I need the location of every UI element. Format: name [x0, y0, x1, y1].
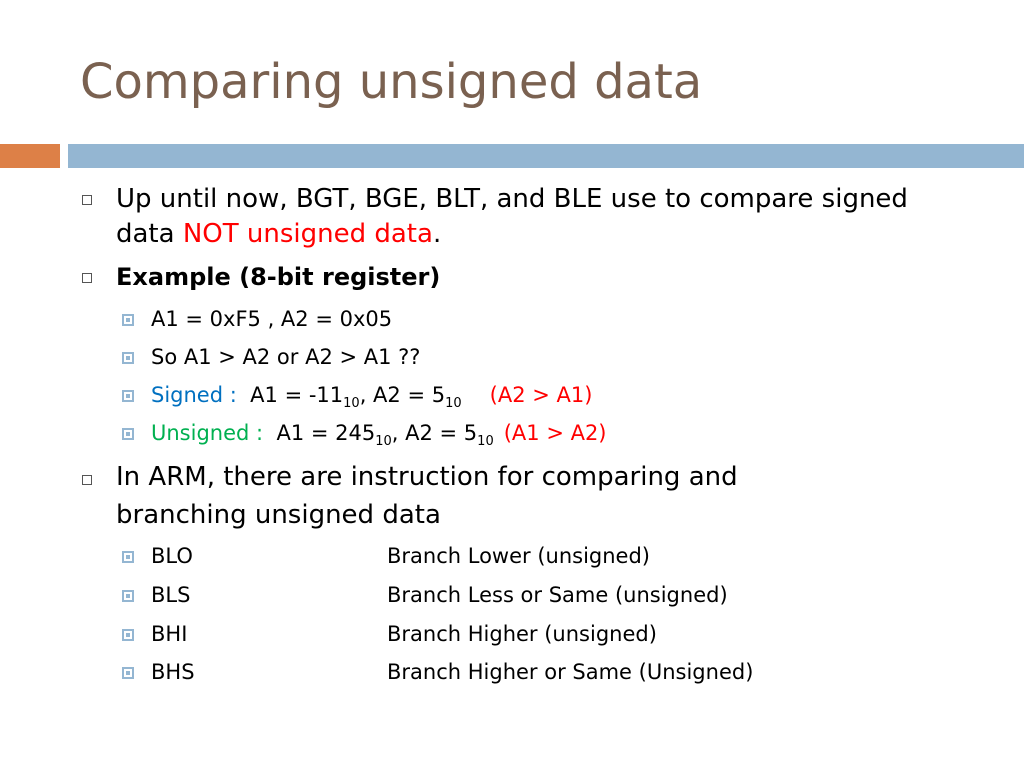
- bullet-signed-compare-line2: data NOT unsigned data.: [116, 217, 441, 252]
- blue-square-bullet-icon: [122, 390, 134, 402]
- blue-square-bullet-icon: [122, 428, 134, 440]
- unsigned-a2: , A2 = 5: [391, 421, 478, 445]
- instruction-description: Branch Higher or Same (Unsigned): [387, 660, 754, 684]
- blue-square-bullet-icon: [122, 667, 134, 679]
- bullet-text-end: .: [432, 219, 442, 249]
- unsigned-a1-base: 10: [375, 434, 392, 449]
- bullet-example-heading: Example (8-bit register): [116, 263, 441, 291]
- signed-a2: , A2 = 5: [359, 383, 446, 407]
- instruction-description: Branch Lower (unsigned): [387, 544, 651, 568]
- instruction-mnemonic: BHS: [151, 660, 195, 684]
- instruction-mnemonic: BLS: [151, 583, 191, 607]
- instruction-description: Branch Less or Same (unsigned): [387, 583, 728, 607]
- hollow-square-bullet-icon: [82, 273, 92, 283]
- sub-item-values: A1 = 0xF5 , A2 = 0x05: [151, 307, 393, 331]
- sub-item-signed: Signed : A1 = -1110, A2 = 510(A2 > A1): [151, 381, 593, 411]
- instruction-mnemonic: BLO: [151, 544, 193, 568]
- signed-result: (A2 > A1): [489, 383, 593, 407]
- bullet-text: data: [116, 219, 183, 249]
- sub-item-question: So A1 > A2 or A2 > A1 ??: [151, 345, 421, 369]
- unsigned-label: Unsigned :: [151, 421, 264, 445]
- highlight-not-unsigned: NOT unsigned data: [182, 219, 433, 249]
- hollow-square-bullet-icon: [82, 195, 92, 205]
- signed-label: Signed :: [151, 383, 237, 407]
- instruction-row: BLS Branch Less or Same (unsigned): [151, 581, 728, 609]
- blue-square-bullet-icon: [122, 629, 134, 641]
- instruction-row: BLO Branch Lower (unsigned): [151, 542, 650, 570]
- accent-bar-blue: [68, 144, 1024, 168]
- signed-a1: A1 = -11: [250, 383, 344, 407]
- blue-square-bullet-icon: [122, 551, 134, 563]
- bullet-arm-line2: branching unsigned data: [116, 500, 441, 530]
- unsigned-a2-base: 10: [477, 434, 494, 449]
- blue-square-bullet-icon: [122, 352, 134, 364]
- unsigned-a1: A1 = 245: [276, 421, 376, 445]
- unsigned-result: (A1 > A2): [503, 421, 607, 445]
- instruction-description: Branch Higher (unsigned): [387, 622, 657, 646]
- instruction-mnemonic: BHI: [151, 622, 188, 646]
- bullet-arm-line1: In ARM, there are instruction for compar…: [116, 462, 738, 492]
- instruction-row: BHS Branch Higher or Same (Unsigned): [151, 658, 753, 686]
- bullet-signed-compare-line1: Up until now, BGT, BGE, BLT, and BLE use…: [116, 184, 908, 214]
- signed-a2-base: 10: [445, 396, 462, 411]
- slide-title: Comparing unsigned data: [80, 54, 703, 110]
- instruction-row: BHI Branch Higher (unsigned): [151, 620, 657, 648]
- blue-square-bullet-icon: [122, 590, 134, 602]
- blue-square-bullet-icon: [122, 314, 134, 326]
- hollow-square-bullet-icon: [82, 475, 92, 485]
- signed-a1-base: 10: [343, 396, 360, 411]
- accent-bar-orange: [0, 144, 60, 168]
- sub-item-unsigned: Unsigned : A1 = 24510, A2 = 510(A1 > A2): [151, 419, 607, 449]
